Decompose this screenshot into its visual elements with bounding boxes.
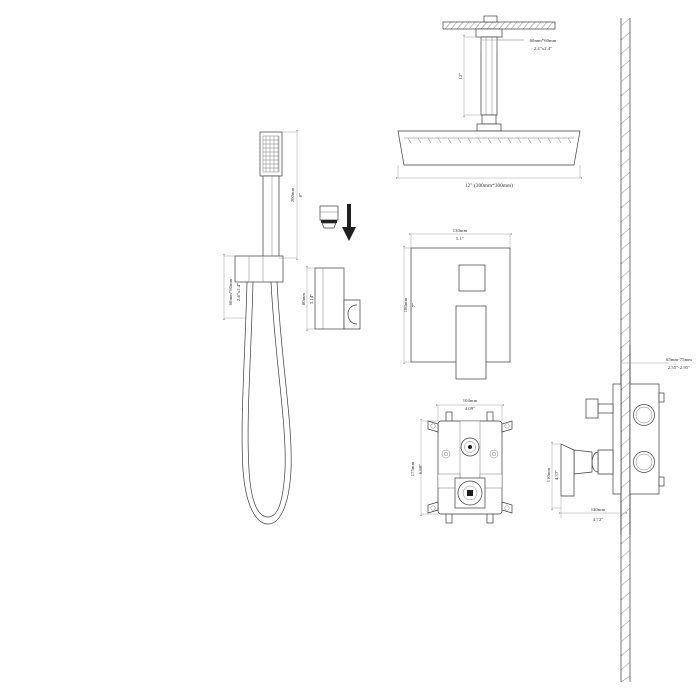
- dim-wall-thickness-mm: 65mm-75mm: [666, 357, 692, 362]
- dim-arm-size-mm: 60mm*60mm: [530, 38, 557, 43]
- dim-handle-height-in: 4.33": [554, 470, 559, 480]
- handheld-spray-face: [259, 131, 283, 177]
- dim-holder-height-in: 3.14": [309, 294, 314, 304]
- dim-valve-height-mm: 175mm: [410, 461, 415, 476]
- dim-wand-length-in: 8": [298, 193, 303, 197]
- dim-body-depth-in: 4.72": [593, 517, 603, 522]
- dim-holder-height-mm: 80mm: [301, 293, 306, 305]
- dim-valve-width-in: 4.09": [465, 406, 475, 411]
- dim-handheld-outlet-size: 60mm*60mm 2.4"x2.4": [223, 253, 247, 321]
- dim-trim-height: 180mm 7": [403, 245, 416, 365]
- view-holder-assembly: 80mm 3.14": [301, 204, 361, 332]
- view-wall-section: 65mm-75mm 2.55"-2.95" 110mm 4.33" 120mm …: [546, 345, 692, 535]
- handheld-wand-body: [262, 175, 280, 259]
- dim-trim-width-in: 5.1": [456, 236, 464, 241]
- valve-side-ports: [437, 449, 503, 489]
- dim-wand-length-mm: 200mm: [290, 187, 295, 202]
- dim-valve-height-in: 6.89": [418, 464, 423, 474]
- handheld-outlet-block: [234, 255, 284, 283]
- section-wall: [620, 345, 631, 535]
- dim-wall-thickness: 65mm-75mm 2.55"-2.95": [620, 345, 692, 372]
- diverter-knob: [585, 398, 614, 419]
- dim-holder-height: 80mm 3.14": [301, 265, 315, 332]
- valve-lower-outlet: [454, 477, 486, 509]
- dim-handle-height: 110mm 4.33": [546, 441, 561, 511]
- dim-arm-length: 12": [458, 34, 482, 118]
- dim-arm-size-in: 2.4"x2.4": [534, 46, 552, 51]
- view-ceiling-shower: 60mm*60mm 2.4"x2.4" 12" 12" (300mm*300mm…: [395, 15, 583, 189]
- view-rough-valve: 104mm 4.09" 175mm 6.89": [410, 398, 513, 524]
- handheld-hose: [241, 281, 292, 525]
- lever-handle: [560, 443, 614, 497]
- dim-wall-thickness-in: 2.55"-2.95": [668, 365, 690, 370]
- embedded-valve-box: [629, 383, 665, 495]
- dim-body-depth: 120mm 4.72": [558, 496, 628, 522]
- dim-valve-width-mm: 104mm: [463, 398, 478, 403]
- dim-trim-height-mm: 180mm: [403, 297, 408, 312]
- dim-body-depth-mm: 120mm: [591, 507, 606, 512]
- dim-trim-height-in: 7": [411, 303, 416, 307]
- wall-vertical-strip: [620, 17, 631, 683]
- ceiling-shower-arm: [475, 28, 503, 132]
- dim-head-size: 12" (300mm*300mm): [465, 182, 513, 189]
- valve-corner-ears: [427, 420, 513, 514]
- view-handheld-wand: 200mm 8" 60mm*60mm 2.4"x2.4": [223, 129, 303, 525]
- dim-valve-height: 175mm 6.89": [410, 418, 438, 517]
- dim-trim-width-mm: 130mm: [453, 228, 468, 233]
- dim-head-size: 12" (300mm*300mm): [395, 165, 583, 189]
- dim-arm-length-in: 12": [458, 73, 463, 80]
- dim-trim-width: 130mm 5.1": [408, 228, 513, 248]
- wall-escutcheon-plate: [612, 383, 622, 495]
- view-trim-plate: 130mm 5.1" 180mm 7": [403, 228, 513, 380]
- hose-connector-fitting: [319, 205, 339, 229]
- dim-handheld-outlet-in: 2.4"x2.4": [236, 283, 241, 301]
- dim-valve-width: 104mm 4.09": [435, 398, 505, 421]
- dim-arm-size: 60mm*60mm 2.4"x2.4": [480, 37, 557, 52]
- dim-handheld-outlet-mm: 60mm*60mm: [228, 278, 233, 305]
- dim-wand-length: 200mm 8": [279, 129, 303, 261]
- handheld-holder: [314, 267, 361, 330]
- rain-shower-head: [397, 130, 581, 166]
- assembly-arrow: [342, 204, 356, 241]
- dim-handle-height-mm: 110mm: [546, 467, 551, 482]
- ceiling-slab: [442, 15, 556, 30]
- valve-upper-port: [460, 437, 480, 457]
